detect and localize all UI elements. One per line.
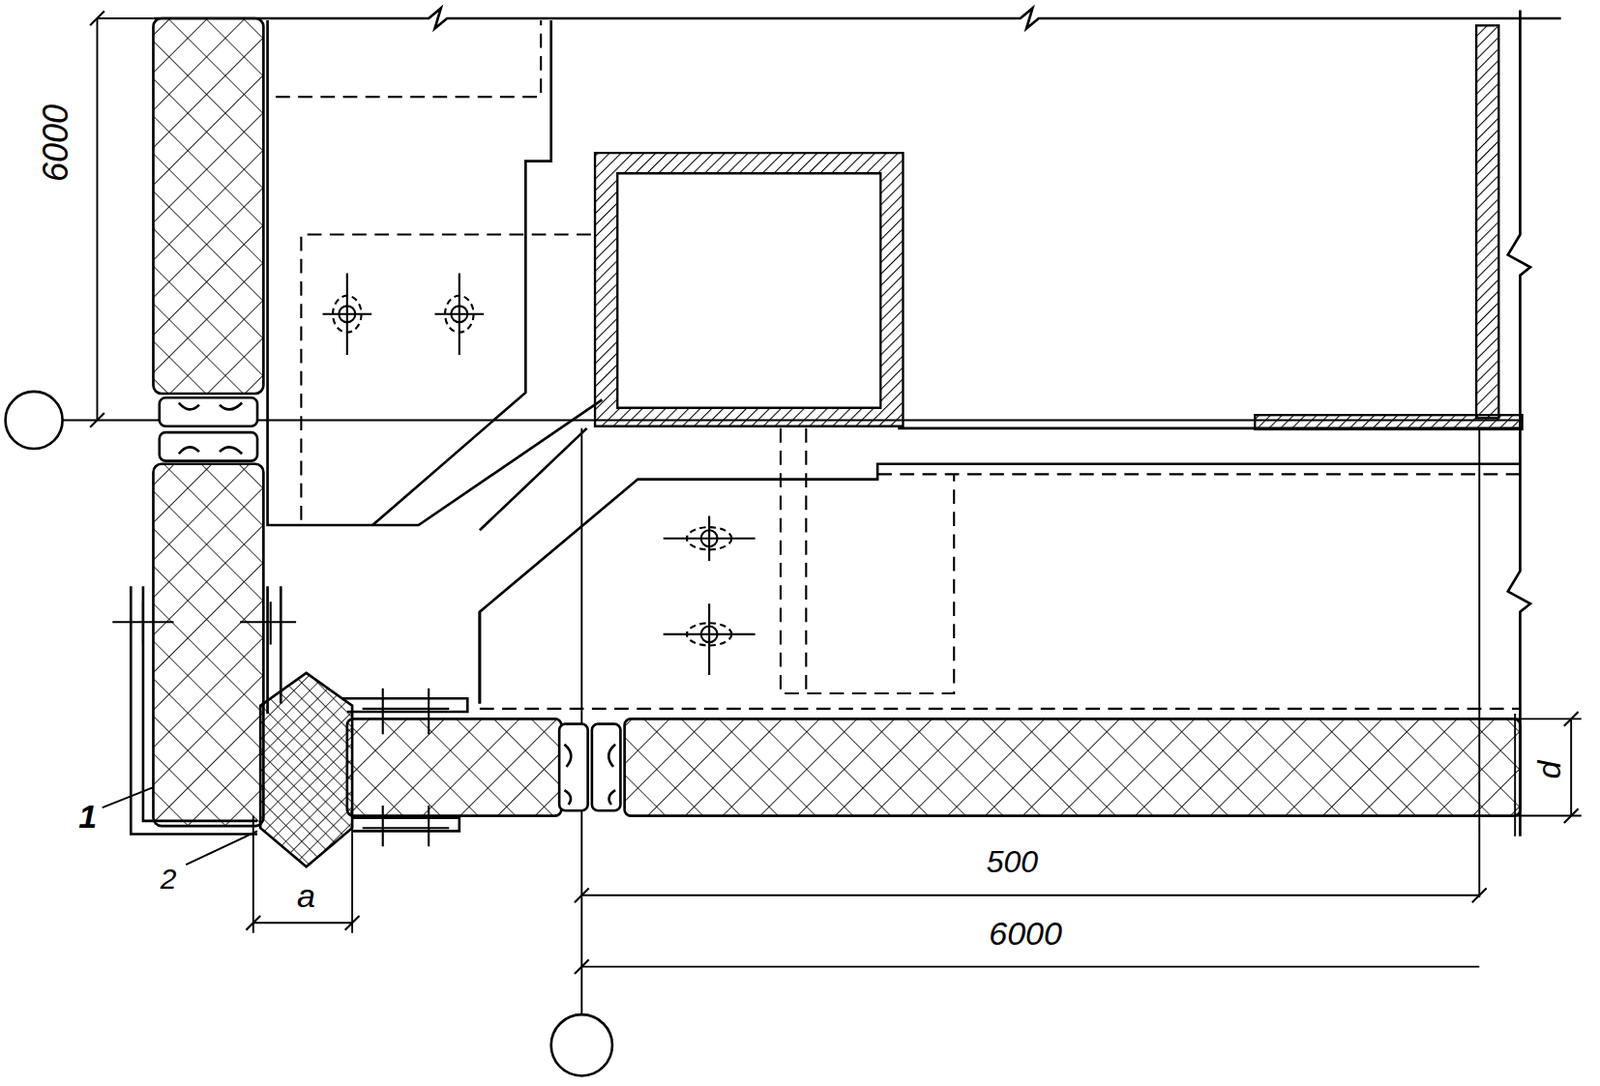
extension-line	[1479, 428, 1515, 898]
bracket-outline	[479, 464, 1521, 705]
dimension-line	[253, 718, 1582, 967]
dimension-tick	[89, 11, 105, 428]
axis-markers	[5, 391, 613, 1077]
outline-lines	[62, 7, 1582, 1015]
bolt	[663, 603, 756, 676]
axis-line	[580, 428, 583, 1015]
bolt	[323, 273, 373, 356]
corner-flashing	[342, 698, 469, 831]
dimension-symbol: d	[1530, 757, 1568, 784]
dimension-tick	[245, 711, 1578, 975]
corner-flashing	[130, 586, 258, 834]
callout-number: 2	[156, 862, 181, 896]
beam-web	[1476, 25, 1499, 418]
hidden-line	[275, 20, 1520, 710]
dimension-line	[96, 18, 153, 420]
panel-joint	[559, 724, 589, 812]
corner-flashing	[267, 586, 282, 714]
wall-panel	[347, 718, 562, 816]
callout-number: 1	[74, 798, 101, 835]
sandwich-panels	[152, 18, 1520, 867]
dimension-value: 6000	[36, 100, 76, 186]
corner-filler	[260, 673, 353, 867]
bolts	[323, 273, 756, 676]
break-line	[152, 7, 1561, 29]
wall-panel	[152, 18, 264, 394]
dimension-symbol: a	[293, 877, 320, 915]
panel-joint	[592, 724, 622, 812]
joint-lock	[178, 403, 242, 455]
grid-axis-circle	[551, 1014, 613, 1076]
wall-panel	[152, 464, 264, 827]
bolt	[663, 516, 756, 562]
fastener	[112, 601, 449, 847]
flashings	[112, 586, 468, 847]
dimension-value: 500	[982, 844, 1042, 880]
steel-members	[594, 25, 1523, 430]
grid-axis-circle	[5, 391, 63, 449]
column-tube	[594, 152, 903, 427]
beam-flange	[1254, 414, 1522, 430]
joint-lock	[563, 744, 616, 805]
panel-joint	[159, 432, 258, 462]
bolt	[435, 273, 485, 356]
bracket-outline	[479, 428, 588, 705]
dimension-value: 6000	[984, 915, 1067, 952]
panel-joint	[159, 397, 258, 427]
wall-panel	[624, 718, 1521, 816]
